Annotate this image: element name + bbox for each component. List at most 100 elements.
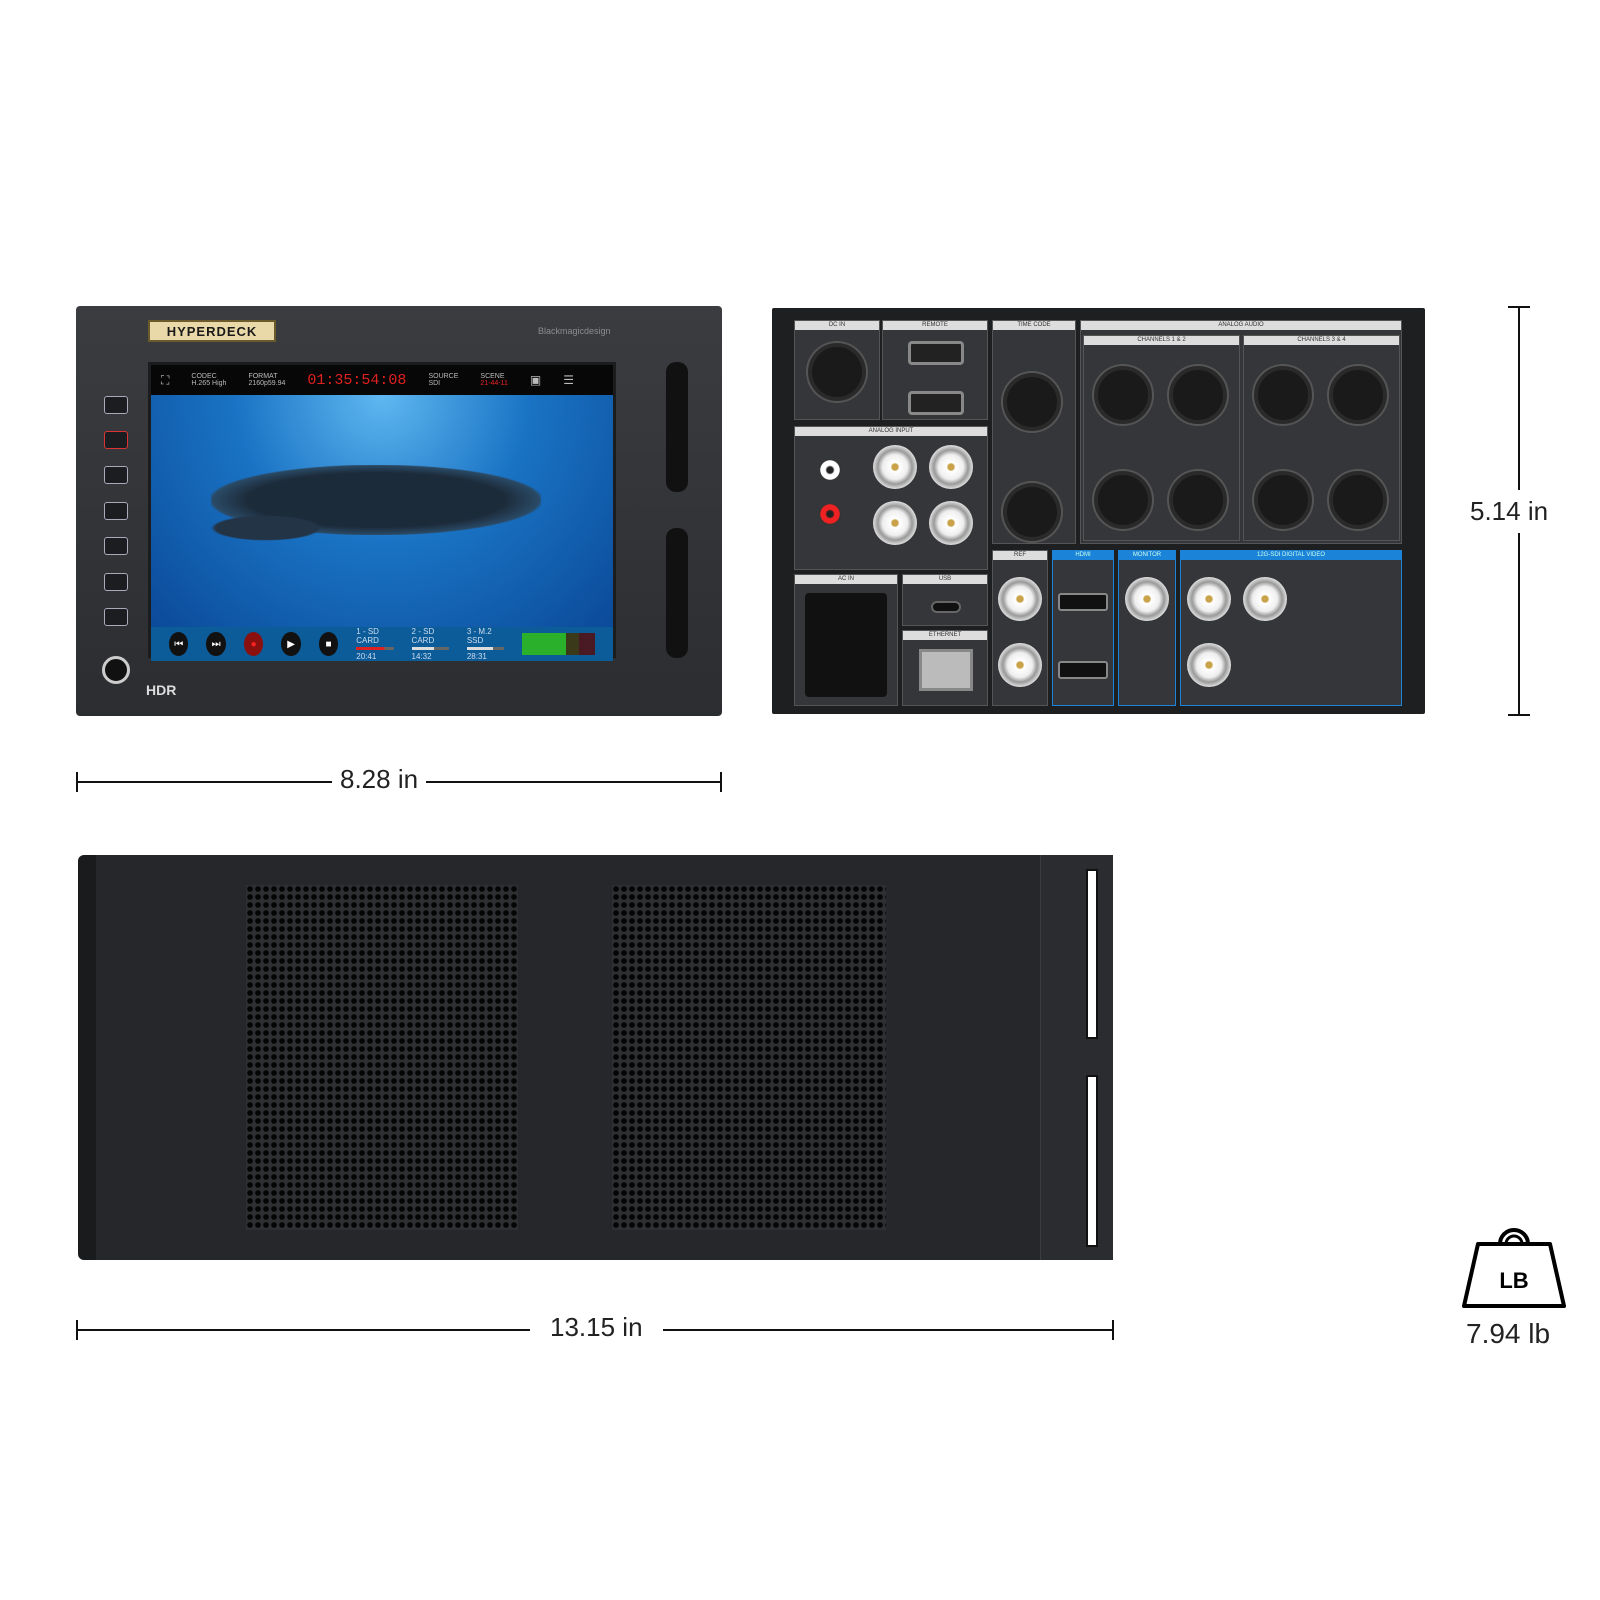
codec-value: H.265 High [191, 380, 227, 387]
dimension-tick [1112, 1320, 1114, 1340]
disk-time: 20:41 [356, 652, 377, 661]
ref-out-bnc [998, 577, 1042, 621]
section-label: DC IN [795, 321, 879, 330]
section-label: 12G-SDI DIGITAL VIDEO [1181, 551, 1401, 560]
disk-time: 14:32 [411, 652, 432, 661]
dimension-tick [1508, 306, 1530, 308]
channels-3-4: CHANNELS 3 & 4 [1243, 335, 1400, 541]
prev-icon[interactable]: ⏮ [169, 632, 189, 656]
ref-section: REF [992, 550, 1048, 706]
button-menu[interactable] [104, 608, 128, 626]
button-forward[interactable] [104, 573, 128, 591]
dc-in-section: DC IN [794, 320, 880, 420]
fullscreen-icon[interactable]: ⛶ [161, 372, 170, 387]
ac-in-section: AC IN [794, 574, 898, 706]
sdi-in-bnc [1187, 643, 1231, 687]
weight-icon: LB [1462, 1228, 1566, 1308]
disk-bar [411, 647, 449, 650]
hyperdeck-logo: HYPERDECK [148, 320, 276, 342]
media-slot-1[interactable] [666, 362, 688, 492]
timecode: 01:35:54:08 [307, 371, 407, 389]
remote-section: REMOTE [882, 320, 988, 420]
rca-left [819, 459, 841, 481]
source-value: SDI [428, 380, 441, 387]
bnc-ry [929, 501, 973, 545]
button-play[interactable] [104, 466, 128, 484]
disk-label: 1 - SD CARD [356, 627, 379, 645]
vent-mesh-1 [246, 885, 518, 1230]
audio-meter [522, 633, 596, 655]
disk-bar [466, 647, 505, 650]
hdr-label: HDR [146, 682, 177, 698]
media-slot-2[interactable] [666, 528, 688, 658]
stop-icon[interactable]: ■ [318, 632, 339, 656]
scene-value: 21-44-11 [480, 380, 508, 387]
rs422-out-port [908, 341, 964, 365]
depth-label: 13.15 in [530, 1312, 663, 1343]
section-label: ETHERNET [903, 631, 987, 640]
section-label: AC IN [795, 575, 897, 584]
section-label: HDMI [1053, 551, 1113, 560]
settings-icon[interactable]: ☰ [563, 373, 575, 387]
scopes-icon[interactable]: ▣ [529, 373, 542, 387]
usb-section: USB [902, 574, 988, 626]
next-icon[interactable]: ⏭ [206, 632, 226, 656]
front-bezel-edge [78, 855, 96, 1260]
xlr-in-1 [1094, 471, 1152, 529]
section-label: USB [903, 575, 987, 584]
brand-label: Blackmagicdesign [538, 326, 611, 336]
dimension-tick [76, 772, 78, 792]
hdmi-out-port [1058, 593, 1108, 611]
hdmi-in-port [1058, 661, 1108, 679]
section-label: CHANNELS 3 & 4 [1244, 336, 1399, 345]
iec-power-socket [805, 593, 887, 697]
section-label: ANALOG INPUT [795, 427, 987, 436]
source-label: SOURCE [428, 373, 459, 380]
button-record[interactable] [104, 431, 128, 449]
analog-audio-section: ANALOG AUDIO CHANNELS 1 & 2 CHANNELS 3 &… [1080, 320, 1402, 544]
timecode-section: TIME CODE [992, 320, 1076, 544]
height-label: 5.14 in [1470, 490, 1549, 533]
dimension-tick [76, 1320, 78, 1340]
play-icon[interactable]: ▶ [281, 632, 301, 656]
button-stop[interactable] [104, 502, 128, 520]
sdi-out-b-bnc [1243, 577, 1287, 621]
button-rewind[interactable] [104, 537, 128, 555]
usb-c-port [931, 601, 961, 613]
xlr-out-3 [1254, 366, 1312, 424]
disk-1[interactable]: 1 - SD CARD 20:41 [356, 627, 394, 661]
channels-1-2: CHANNELS 1 & 2 [1083, 335, 1240, 541]
vent-mesh-2 [612, 885, 886, 1230]
section-label: CHANNELS 1 & 2 [1084, 336, 1239, 345]
rj45-port [919, 649, 973, 691]
width-label: 8.28 in [332, 764, 427, 795]
timecode-out-xlr [1003, 373, 1061, 431]
rs422-in-port [908, 391, 964, 415]
monitor-out-bnc [1125, 577, 1169, 621]
xlr-out-2 [1169, 366, 1227, 424]
sdi-out-a-bnc [1187, 577, 1231, 621]
analog-input-section: ANALOG INPUT [794, 426, 988, 570]
ref-in-bnc [998, 643, 1042, 687]
scene-label: SCENE [480, 373, 505, 380]
xlr-in-3 [1254, 471, 1312, 529]
rca-right [819, 503, 841, 525]
dc-connector [808, 343, 866, 401]
calf-image [201, 513, 331, 543]
section-label: ANALOG AUDIO [1081, 321, 1401, 330]
format-value: 2160p59.94 [248, 380, 286, 387]
record-icon[interactable]: ● [243, 632, 264, 656]
weight-icon-text: LB [1499, 1268, 1528, 1293]
video-preview [151, 395, 613, 627]
button-hdd[interactable] [104, 396, 128, 414]
dimension-tick [1508, 714, 1530, 716]
bnc-y [873, 445, 917, 489]
ethernet-section: ETHERNET [902, 630, 988, 706]
headphone-jack [102, 656, 130, 684]
rear-rail [1040, 855, 1113, 1260]
